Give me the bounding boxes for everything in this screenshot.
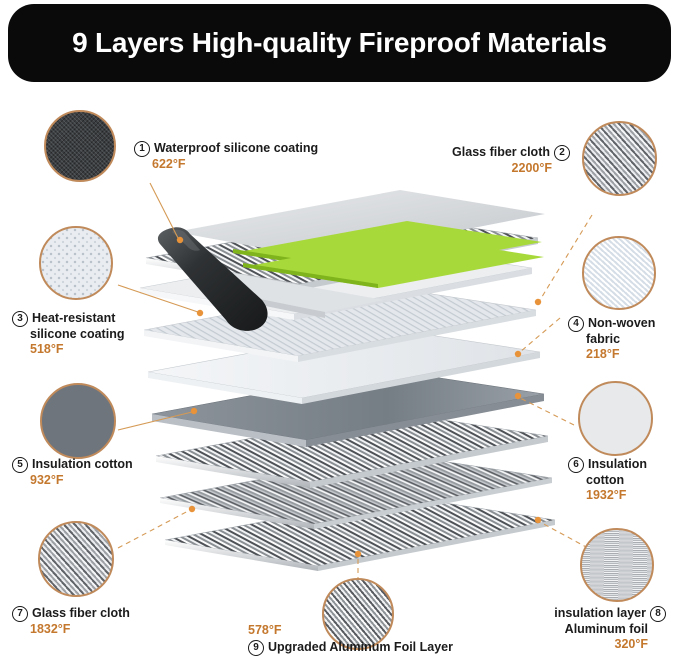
swatch-layer-7 <box>38 521 114 597</box>
header-banner: 9 Layers High-quality Fireproof Material… <box>8 4 671 82</box>
temp-3: 518°F <box>30 342 64 356</box>
badge-2: 2 <box>554 145 570 161</box>
swatch-layer-2 <box>582 121 657 196</box>
label-8-line2: Aluminum foil <box>564 622 648 636</box>
swatch-layer-1 <box>44 110 116 182</box>
label-4: Non-woven <box>588 316 656 330</box>
callout-layer-7 <box>38 521 114 597</box>
badge-1: 1 <box>134 141 150 157</box>
label-8: insulation layer <box>554 606 646 620</box>
stack-layer-6 <box>151 369 545 447</box>
temp-7: 1832°F <box>30 622 71 636</box>
swatch-layer-3 <box>39 226 113 300</box>
callout-layer-3 <box>39 226 113 300</box>
badge-5: 5 <box>12 457 28 473</box>
callout-label-8: insulation layer 8 Aluminum foil 320°F <box>478 606 666 652</box>
stack-layer-4 <box>143 285 537 362</box>
label-3: Heat-resistant <box>32 311 116 325</box>
callout-label-4: 4 Non-woven fabric 218°F <box>568 316 655 362</box>
label-1: Waterproof silicone coating <box>154 141 319 155</box>
label-3-line2: silicone coating <box>30 327 125 341</box>
callout-layer-1 <box>44 110 116 182</box>
callout-layer-6 <box>578 381 653 456</box>
badge-4: 4 <box>568 316 584 332</box>
swatch-layer-8 <box>580 528 654 602</box>
stack-layer-1 <box>157 190 545 331</box>
label-7: Glass fiber cloth <box>32 606 130 620</box>
label-2: Glass fiber cloth <box>452 145 550 159</box>
swatch-layer-9 <box>322 578 394 650</box>
swatch-layer-6 <box>578 381 653 456</box>
callout-layer-5 <box>40 383 116 459</box>
temp-1: 622°F <box>152 157 186 171</box>
callout-label-5: 5 Insulation cotton 932°F <box>12 457 133 488</box>
badge-7: 7 <box>12 606 28 622</box>
temp-4: 218°F <box>586 347 620 361</box>
badge-9: 9 <box>248 640 264 656</box>
callout-label-2: Glass fiber cloth 2 2200°F <box>398 145 570 176</box>
temp-6: 1932°F <box>586 488 627 502</box>
callout-label-9: 578°F 9 Upgraded Aluminum Foil Layer <box>248 623 453 656</box>
swatch-layer-4 <box>582 236 656 310</box>
temp-5: 932°F <box>30 473 64 487</box>
badge-3: 3 <box>12 311 28 327</box>
label-5: Insulation cotton <box>32 457 133 471</box>
temp-2: 2200°F <box>511 161 552 175</box>
badge-6: 6 <box>568 457 584 473</box>
label-6: Insulation <box>588 457 648 471</box>
label-9: Upgraded Aluminum Foil Layer <box>268 640 453 654</box>
callout-layer-4 <box>582 236 656 310</box>
callout-label-1: 1 Waterproof silicone coating 622°F <box>134 141 318 172</box>
stack-layer-7 <box>155 411 549 488</box>
badge-8: 8 <box>650 606 666 622</box>
callout-label-6: 6 Insulation cotton 1932°F <box>568 457 647 503</box>
callout-layer-2 <box>582 121 657 196</box>
temp-9: 578°F <box>248 623 282 637</box>
callout-layer-8 <box>580 528 654 602</box>
callout-label-3: 3 Heat-resistant silicone coating 518°F <box>12 311 124 357</box>
swatch-layer-5 <box>40 383 116 459</box>
callout-label-7: 7 Glass fiber cloth 1832°F <box>12 606 130 637</box>
temp-8: 320°F <box>614 637 649 651</box>
page-title: 9 Layers High-quality Fireproof Material… <box>72 27 607 58</box>
label-4-line2: fabric <box>586 332 621 346</box>
callout-layer-9 <box>322 578 394 650</box>
label-6-line2: cotton <box>586 473 625 487</box>
